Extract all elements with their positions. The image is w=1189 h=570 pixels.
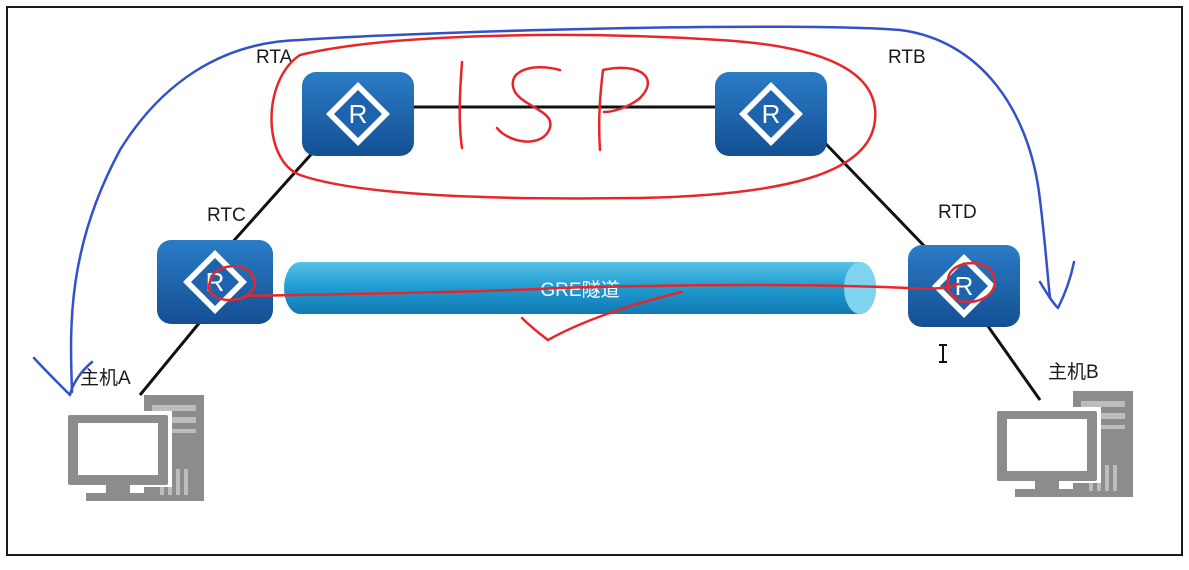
router-label-rta: RTA [256, 47, 293, 68]
flow-arc-a-to-b [69, 25, 1052, 394]
router-rtb[interactable] [715, 72, 827, 156]
router-label-rtb: RTB [888, 47, 926, 68]
isp-circle [270, 33, 877, 200]
host-label-b: 主机B [1048, 361, 1099, 383]
isp-letter-i [458, 60, 464, 150]
tunnel-path-stroke [243, 282, 960, 298]
rtc-mark-circle [207, 265, 256, 302]
text-cursor-icon [939, 344, 947, 363]
check-mark [520, 290, 684, 342]
router-rtd[interactable] [908, 245, 1020, 327]
network-links [138, 105, 1042, 401]
link-rtd-host-b [983, 321, 1042, 401]
tunnel-label: GRE隧道 [540, 279, 619, 301]
arrowhead-a [32, 356, 94, 397]
red-annotation [207, 33, 997, 342]
link-rtb-rtd [823, 141, 932, 254]
router-label-rtc: RTC [207, 205, 246, 226]
arrowhead-b [1038, 260, 1076, 310]
router-rta[interactable] [302, 72, 414, 156]
rtd-mark-circle [946, 261, 997, 304]
router-label-rtd: RTD [938, 202, 977, 223]
host-label-a: 主机A [80, 367, 131, 389]
link-rta-rtc [228, 148, 317, 247]
isp-letter-s [495, 65, 562, 143]
blue-annotation [32, 25, 1076, 397]
router-rtc[interactable] [157, 240, 273, 324]
isp-letter-p [597, 66, 650, 152]
link-rtc-host-a [138, 321, 202, 396]
